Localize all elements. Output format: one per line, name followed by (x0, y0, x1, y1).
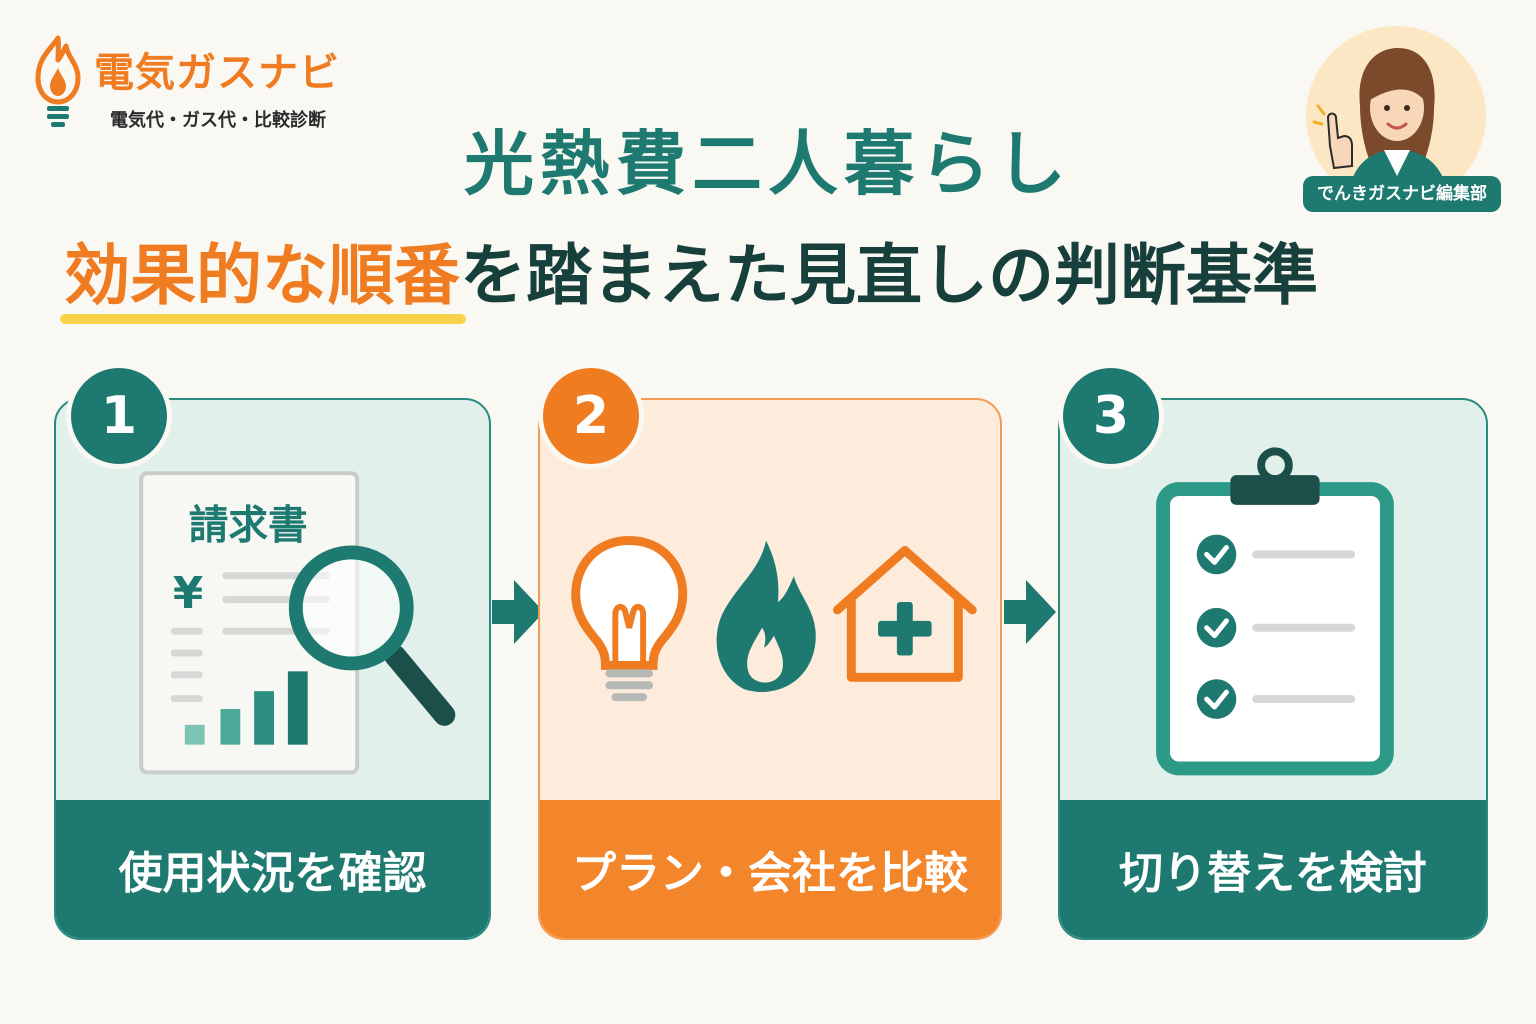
step-card-3[interactable]: 切り替えを検討 (1058, 398, 1488, 940)
house-plus-icon (832, 545, 977, 682)
flame-bulb-icon (35, 35, 81, 127)
step-label-3: 切り替えを検討 (1060, 800, 1486, 938)
yen-symbol: ¥ (173, 569, 203, 619)
arrow-right-icon (1004, 580, 1056, 644)
magnifier-icon (288, 545, 456, 726)
step-number-1: 1 (66, 363, 172, 469)
invoice-illustration: 請求書 ¥ (139, 471, 456, 775)
page-subtitle: 効果的な順番を踏まえた見直しの判断基準 (60, 222, 1318, 324)
step-number-2: 2 (538, 363, 644, 469)
step-number-3: 3 (1058, 363, 1164, 469)
page-title: 光熱費二人暮らし (464, 123, 1072, 205)
check-icon (1196, 607, 1237, 648)
bar-chart-icon (184, 671, 308, 745)
compare-illustration (571, 536, 977, 702)
editor-badge: でんきガスナビ編集部 (1303, 176, 1501, 212)
clipboard-illustration (1156, 447, 1394, 776)
step-label-2: プラン・会社を比較 (540, 800, 1000, 938)
step-card-2[interactable]: プラン・会社を比較 (538, 398, 1002, 940)
flame-icon (716, 540, 816, 693)
arrow-right-icon (492, 580, 544, 644)
clipboard-checklist-icon (1156, 447, 1394, 776)
brand-name: 電気ガスナビ (94, 50, 340, 96)
check-icon (1196, 679, 1237, 719)
brand-tagline: 電気代・ガス代・比較診断 (110, 110, 326, 131)
step-label-1: 使用状況を確認 (56, 800, 489, 938)
light-bulb-icon (571, 536, 688, 702)
check-icon (1196, 534, 1237, 575)
subtitle-rest: を踏まえた見直しの判断基準 (460, 237, 1318, 314)
step-card-1[interactable]: 請求書 ¥ 使用状況を確認 (54, 398, 491, 940)
brand-logo[interactable]: 電気ガスナビ 電気代・ガス代・比較診断 (28, 34, 368, 134)
subtitle-highlight: 効果的な順番 (60, 222, 466, 324)
invoice-title: 請求書 (189, 503, 308, 549)
